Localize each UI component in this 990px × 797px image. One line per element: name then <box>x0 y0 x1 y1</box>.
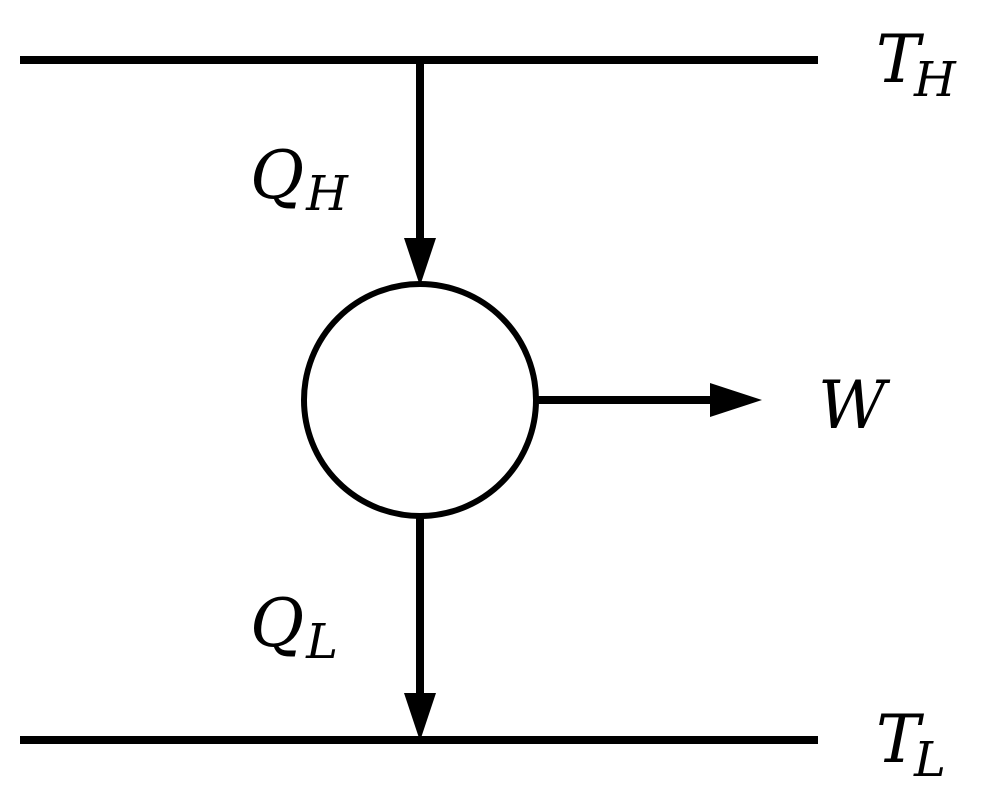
cold-reservoir-subscript: L <box>913 732 946 788</box>
heat-in-label: QH <box>250 137 349 222</box>
work-label: W <box>818 367 891 444</box>
work-arrowhead <box>710 383 762 417</box>
engine-circle <box>301 281 539 519</box>
cold-reservoir-symbol: T <box>876 701 925 778</box>
heat-out-subscript: L <box>305 614 338 670</box>
heat-out-arrowhead <box>404 693 436 741</box>
hot-reservoir-subscript: H <box>913 52 957 108</box>
heat-out-symbol: Q <box>250 585 304 662</box>
heat-in-subscript: H <box>305 166 349 222</box>
hot-reservoir-symbol: T <box>876 21 925 98</box>
heat-in-symbol: Q <box>250 137 304 214</box>
heat-out-label: QL <box>250 585 338 670</box>
heat-in-arrowhead <box>404 238 436 286</box>
hot-reservoir-label: TH <box>876 21 957 108</box>
cold-reservoir-label: TL <box>876 701 946 788</box>
